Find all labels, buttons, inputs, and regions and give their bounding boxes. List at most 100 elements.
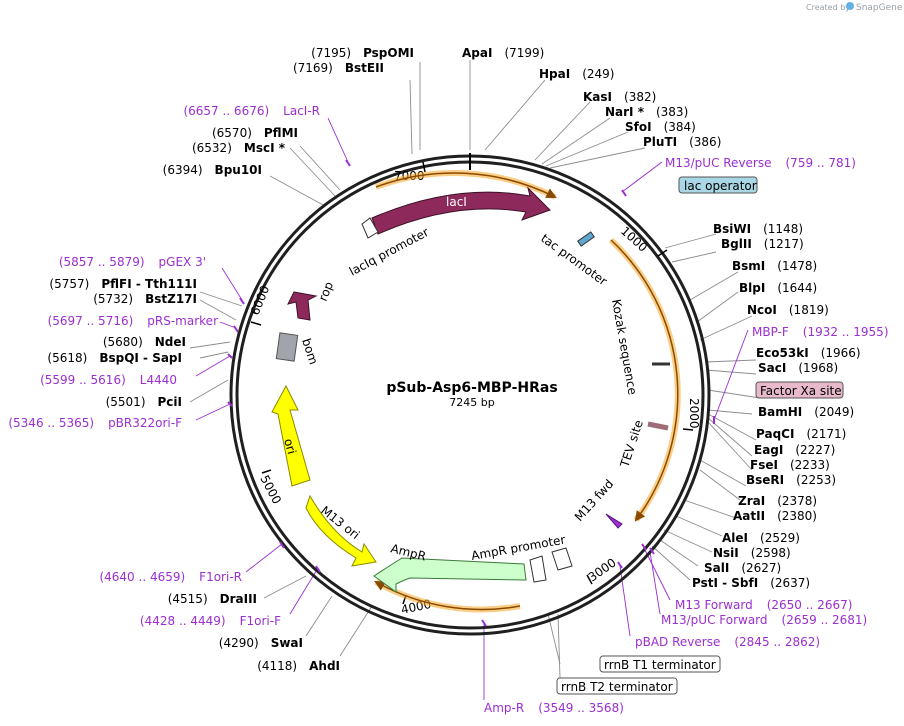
lac-operator-box[interactable] (678, 176, 758, 194)
enzyme-name[interactable]: PluTI (643, 135, 677, 149)
enzyme-name[interactable]: BglII (721, 237, 752, 251)
svg-text:Amp-R(3549 .. 3568): Amp-R(3549 .. 3568) (484, 701, 624, 715)
rop-arrow (287, 291, 318, 321)
rrnb-t1-box[interactable] (599, 655, 721, 673)
primer-name[interactable]: pBAD Reverse (635, 635, 720, 649)
svg-text:(6657 .. 6676)LacI-R: (6657 .. 6676)LacI-R (183, 104, 320, 118)
enzyme-name[interactable]: HpaI (539, 67, 570, 81)
primer-name[interactable]: M13/pUC Reverse (665, 156, 772, 170)
lac-operator-mark (577, 231, 595, 247)
primer-name[interactable]: pBR322ori-F (108, 416, 182, 430)
enzyme-name[interactable]: BstZ17I (145, 292, 197, 306)
ori-arrow (271, 384, 311, 487)
right-enzyme-labels: ApaI(7199) HpaI(249) KasI(382) NarI *(38… (462, 46, 861, 590)
enzyme-name[interactable]: AatII (733, 509, 765, 523)
primer-marks (227, 159, 715, 627)
snapgene-logo-icon (846, 2, 854, 10)
svg-text:BamHI(2049): BamHI(2049) (758, 405, 854, 419)
svg-text:(6570)PflMI: (6570)PflMI (212, 126, 298, 140)
enzyme-name[interactable]: PaqCI (756, 427, 794, 441)
plasmid-name: pSub-Asp6-MBP-HRas (386, 380, 557, 396)
svg-text:M13/pUC Forward(2659 .. 2681): M13/pUC Forward(2659 .. 2681) (661, 613, 867, 627)
svg-text:AatII(2380): AatII(2380) (733, 509, 817, 523)
enzyme-name[interactable]: SalI (704, 561, 729, 575)
rrnb-t2-box[interactable] (556, 677, 678, 695)
lacI-arrow (371, 186, 551, 235)
enzyme-name[interactable]: SwaI (271, 636, 303, 650)
svg-text:FseI(2233): FseI(2233) (750, 458, 830, 472)
primer-name[interactable]: F1ori-R (199, 570, 242, 584)
enzyme-name[interactable]: PspOMI (363, 46, 414, 60)
rrnb-t2-label: rrnB T2 terminator (561, 680, 673, 694)
left-primer-labels: (6657 .. 6676)LacI-R (5857 .. 5879)pGEX … (8, 104, 320, 628)
svg-text:Eco53kI(1966): Eco53kI(1966) (756, 346, 861, 360)
enzyme-name[interactable]: PflMI (264, 126, 298, 140)
enzyme-name[interactable]: EagI (754, 443, 783, 457)
enzyme-name[interactable]: PciI (158, 395, 183, 409)
enzyme-name[interactable]: NsiI (713, 546, 739, 560)
enzyme-name[interactable]: BsiWI (713, 222, 751, 236)
enzyme-name[interactable]: ZraI (738, 494, 765, 508)
svg-text:(5680)NdeI: (5680)NdeI (103, 335, 186, 349)
enzyme-name[interactable]: BspQI - SapI (99, 351, 182, 365)
svg-text:(4515)DraIII: (4515)DraIII (168, 592, 257, 606)
svg-text:PaqCI(2171): PaqCI(2171) (756, 427, 846, 441)
primer-name[interactable]: MBP-F (752, 325, 789, 339)
primer-name[interactable]: M13/pUC Forward (661, 613, 768, 627)
enzyme-name[interactable]: PstI - SbfI (692, 576, 758, 590)
enzyme-name[interactable]: AleI (722, 531, 748, 545)
enzyme-name[interactable]: KasI (583, 90, 612, 104)
enzyme-name[interactable]: FseI (750, 458, 778, 472)
svg-text:(5857 .. 5879)pGEX 3': (5857 .. 5879)pGEX 3' (59, 255, 206, 269)
svg-text:(4640 .. 4659)F1ori-R: (4640 .. 4659)F1ori-R (99, 570, 242, 584)
enzyme-name[interactable]: SacI (758, 361, 786, 375)
factor-xa-label: Factor Xa site (760, 384, 842, 398)
svg-text:PluTI(386): PluTI(386) (643, 135, 721, 149)
svg-text:NsiI(2598): NsiI(2598) (713, 546, 791, 560)
enzyme-name[interactable]: NdeI (155, 335, 186, 349)
enzyme-name[interactable]: AhdI (309, 659, 340, 673)
bom-label: bom (299, 337, 321, 367)
enzyme-name[interactable]: PflFI - Tth111I (101, 277, 197, 291)
enzyme-name[interactable]: MscI * (244, 141, 286, 155)
enzyme-name[interactable]: BlpI (739, 281, 765, 295)
enzyme-name[interactable]: DraIII (220, 592, 257, 606)
svg-text:(4290)SwaI: (4290)SwaI (219, 636, 303, 650)
plasmid-length: 7245 bp (449, 396, 494, 409)
primer-name[interactable]: pRS-marker (147, 314, 218, 328)
primer-name[interactable]: pGEX 3' (159, 255, 206, 269)
ampr-promoter-arrow (529, 555, 547, 583)
ori-label: ori (281, 437, 299, 456)
m13-ori-arrow (305, 494, 377, 567)
enzyme-name[interactable]: BsmI (732, 259, 765, 273)
primer-name[interactable]: Amp-R (484, 701, 524, 715)
svg-text:BsiWI(1148): BsiWI(1148) (713, 222, 803, 236)
primer-name[interactable]: L4440 (140, 373, 177, 387)
svg-text:(5732)BstZ17I: (5732)BstZ17I (93, 292, 197, 306)
svg-text:(5697 .. 5716)pRS-marker: (5697 .. 5716)pRS-marker (48, 314, 218, 328)
kozak-label: Kozak sequence (609, 298, 640, 396)
enzyme-name[interactable]: BstEII (345, 61, 384, 75)
enzyme-name[interactable]: NarI * (605, 105, 645, 119)
enzyme-name[interactable]: BseRI (746, 473, 784, 487)
laciq-promoter-label: lacIq promoter (347, 225, 431, 279)
svg-text:(5599 .. 5616)L4440: (5599 .. 5616)L4440 (40, 373, 177, 387)
svg-text:M13 Forward(2650 .. 2667): M13 Forward(2650 .. 2667) (675, 598, 852, 612)
factor-xa-box[interactable] (755, 381, 844, 399)
svg-text:M13/pUC Reverse(759 .. 781): M13/pUC Reverse(759 .. 781) (665, 156, 856, 170)
primer-name[interactable]: LacI-R (283, 104, 320, 118)
enzyme-name[interactable]: BamHI (758, 405, 802, 419)
tick-6000: 6000 (248, 284, 272, 318)
enzyme-name[interactable]: ApaI (462, 46, 492, 60)
svg-text:(7169)BstEII: (7169)BstEII (293, 61, 384, 75)
primer-name[interactable]: M13 Forward (675, 598, 753, 612)
rrnb-terminator-mark (551, 547, 573, 571)
tev-label: TEV site (617, 418, 646, 470)
svg-text:(5757)PflFI - Tth111I: (5757)PflFI - Tth111I (49, 277, 197, 291)
svg-text:BlpI(1644): BlpI(1644) (739, 281, 817, 295)
enzyme-name[interactable]: Eco53kI (756, 346, 809, 360)
primer-name[interactable]: F1ori-F (240, 614, 281, 628)
enzyme-name[interactable]: SfoI (625, 120, 652, 134)
enzyme-name[interactable]: Bpu10I (215, 163, 262, 177)
enzyme-name[interactable]: NcoI (747, 303, 777, 317)
